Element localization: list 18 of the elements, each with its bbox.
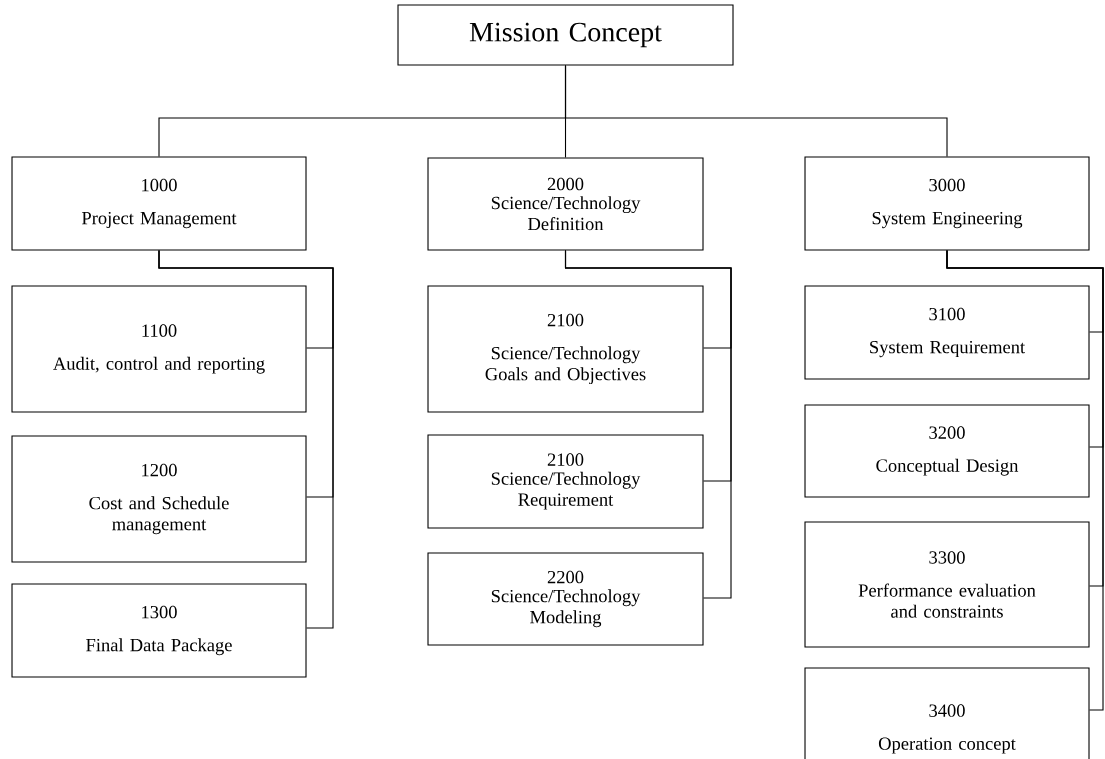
- task-box: 2200 Science/Technology Modeling: [427, 552, 704, 646]
- task-box: 2100 Science/Technology Goals and Objectives: [427, 285, 704, 413]
- connector-line: [564, 250, 732, 599]
- task-box: 1100 Audit, control and reporting: [11, 285, 307, 413]
- task-box: 2000 Science/Technology Definition: [427, 157, 704, 251]
- task-box: 3300 Performance evaluation and constraints: [804, 521, 1090, 648]
- connector-line: [564, 65, 948, 157]
- task-box: 1300 Final Data Package: [11, 583, 307, 678]
- task-box: 3000 System Engineering: [804, 156, 1090, 251]
- task-box: 1200 Cost and Schedule management: [11, 435, 307, 563]
- title-box: Mission Concept: [397, 4, 734, 66]
- connector-line: [946, 250, 1104, 711]
- task-box: 3200 Conceptual Design: [804, 404, 1090, 498]
- task-box: 3100 System Requirement: [804, 285, 1090, 380]
- connector-line: [158, 250, 334, 629]
- task-box: 3400 Operation concept: [804, 667, 1090, 759]
- task-box: 2100 Science/Technology Requirement: [427, 434, 704, 529]
- task-box: 1000 Project Management: [11, 156, 307, 251]
